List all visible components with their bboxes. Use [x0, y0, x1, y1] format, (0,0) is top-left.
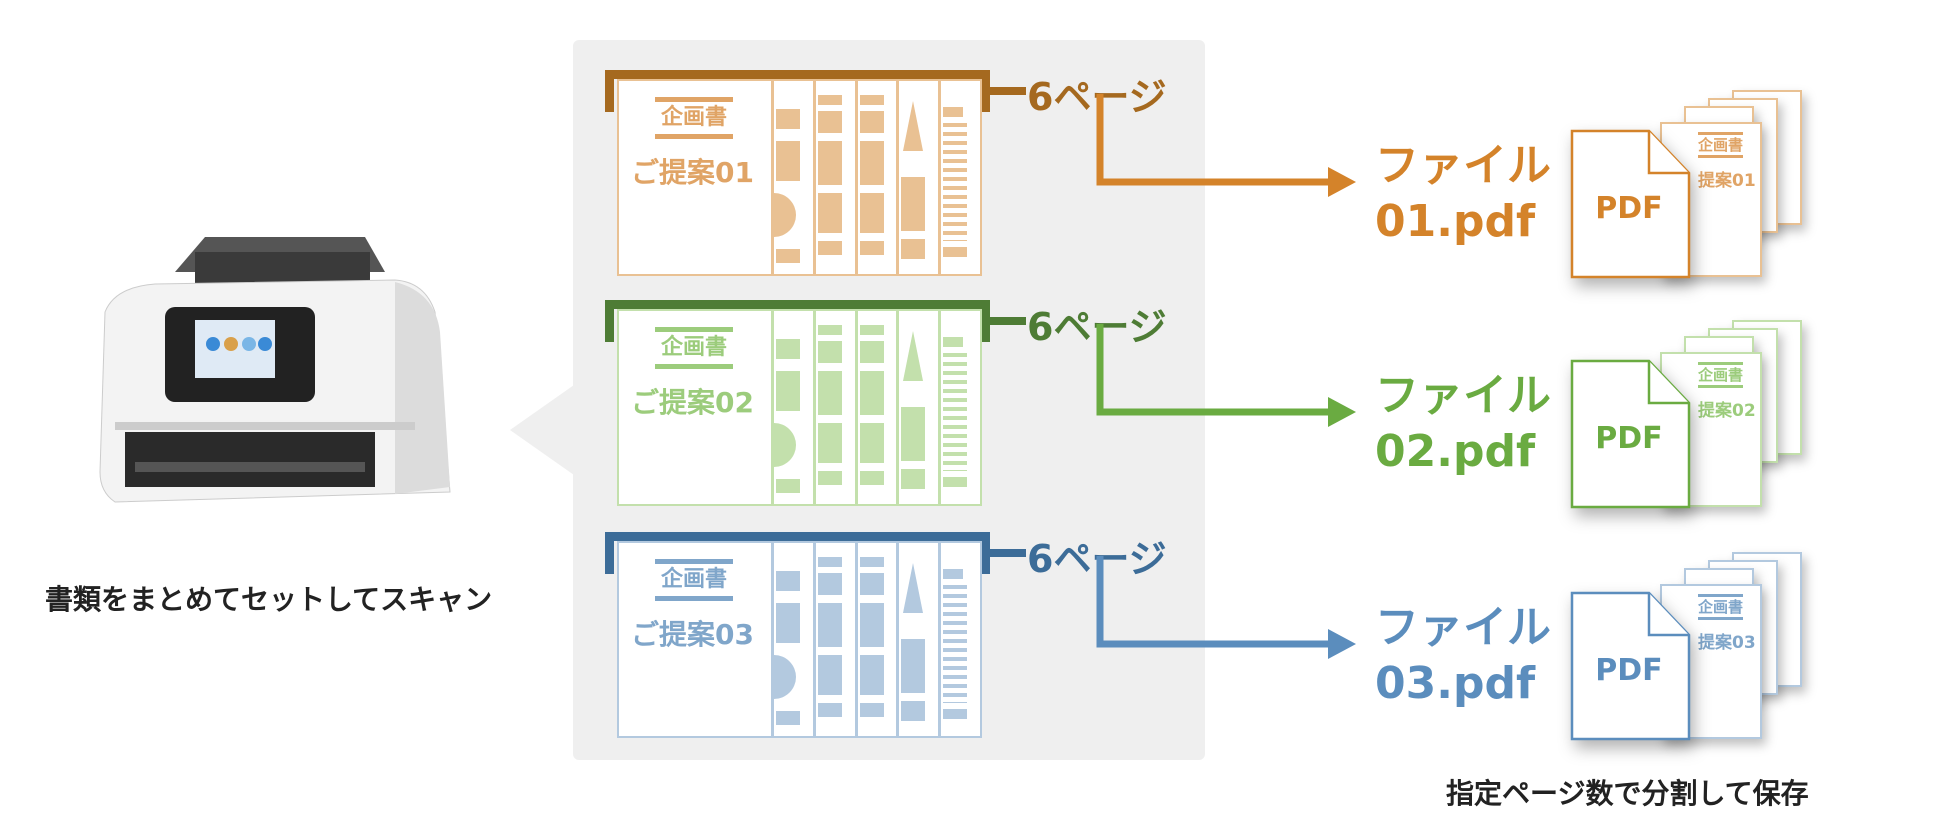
cover-title: 企画書 — [655, 327, 733, 369]
cover-subtitle: 提案03 — [1698, 633, 1756, 653]
file-name: 03.pdf — [1375, 658, 1536, 709]
file-prefix: ファイル — [1375, 370, 1551, 421]
page-bracket — [605, 70, 990, 112]
file-prefix: ファイル — [1375, 602, 1551, 653]
bracket-connector — [990, 549, 1026, 557]
pdf-file-icon: PDF — [1570, 129, 1692, 279]
scan-caption: 書類をまとめてセットしてスキャン — [45, 583, 493, 616]
cover-title: 企画書 — [655, 97, 733, 139]
page-thumbnail — [813, 541, 857, 738]
page-thumbnail — [855, 79, 899, 276]
page-thumbnail — [939, 309, 982, 506]
page-thumbnail — [772, 309, 815, 506]
document-stack: 企画書ご提案03 — [617, 541, 982, 738]
document-stack: 企画書ご提案02 — [617, 309, 982, 506]
page-thumbnail — [772, 79, 815, 276]
cover-subtitle: ご提案02 — [631, 386, 754, 419]
cover-subtitle: 提案01 — [1698, 171, 1756, 191]
pdf-label: PDF — [1595, 653, 1663, 688]
file-prefix: ファイル — [1375, 140, 1551, 191]
bracket-connector — [990, 317, 1026, 325]
page-thumbnail — [772, 541, 815, 738]
cover-title: 企画書 — [1698, 362, 1744, 388]
page-thumbnail — [813, 309, 857, 506]
cover-title: 企画書 — [1698, 132, 1744, 158]
cover-subtitle: ご提案03 — [631, 618, 754, 651]
cover-subtitle: 提案02 — [1698, 401, 1756, 421]
pdf-file-icon: PDF — [1570, 359, 1692, 509]
cover-page: 企画書ご提案02 — [617, 309, 773, 506]
page-thumbnail — [855, 541, 899, 738]
page-thumbnail — [897, 79, 941, 276]
bracket-connector — [990, 87, 1026, 95]
scanner-image — [99, 237, 451, 503]
page-bracket — [605, 300, 990, 342]
page-thumbnail — [939, 541, 982, 738]
pdf-label: PDF — [1595, 191, 1663, 226]
pdf-label: PDF — [1595, 421, 1663, 456]
page-thumbnail — [897, 309, 941, 506]
file-name: 01.pdf — [1375, 196, 1536, 247]
document-stack: 企画書ご提案01 — [617, 79, 982, 276]
cover-title: 企画書 — [1698, 594, 1744, 620]
file-name: 02.pdf — [1375, 426, 1536, 477]
pdf-file-icon: PDF — [1570, 591, 1692, 741]
cover-subtitle: ご提案01 — [631, 156, 754, 189]
page-thumbnail — [939, 79, 982, 276]
save-caption: 指定ページ数で分割して保存 — [1446, 777, 1809, 810]
page-bracket — [605, 532, 990, 574]
arrow-icon — [1096, 94, 1356, 197]
arrow-icon — [1096, 324, 1356, 427]
cover-title: 企画書 — [655, 559, 733, 601]
panel-pointer — [510, 385, 574, 475]
arrow-icon — [1096, 556, 1356, 659]
cover-page: 企画書ご提案03 — [617, 541, 773, 738]
